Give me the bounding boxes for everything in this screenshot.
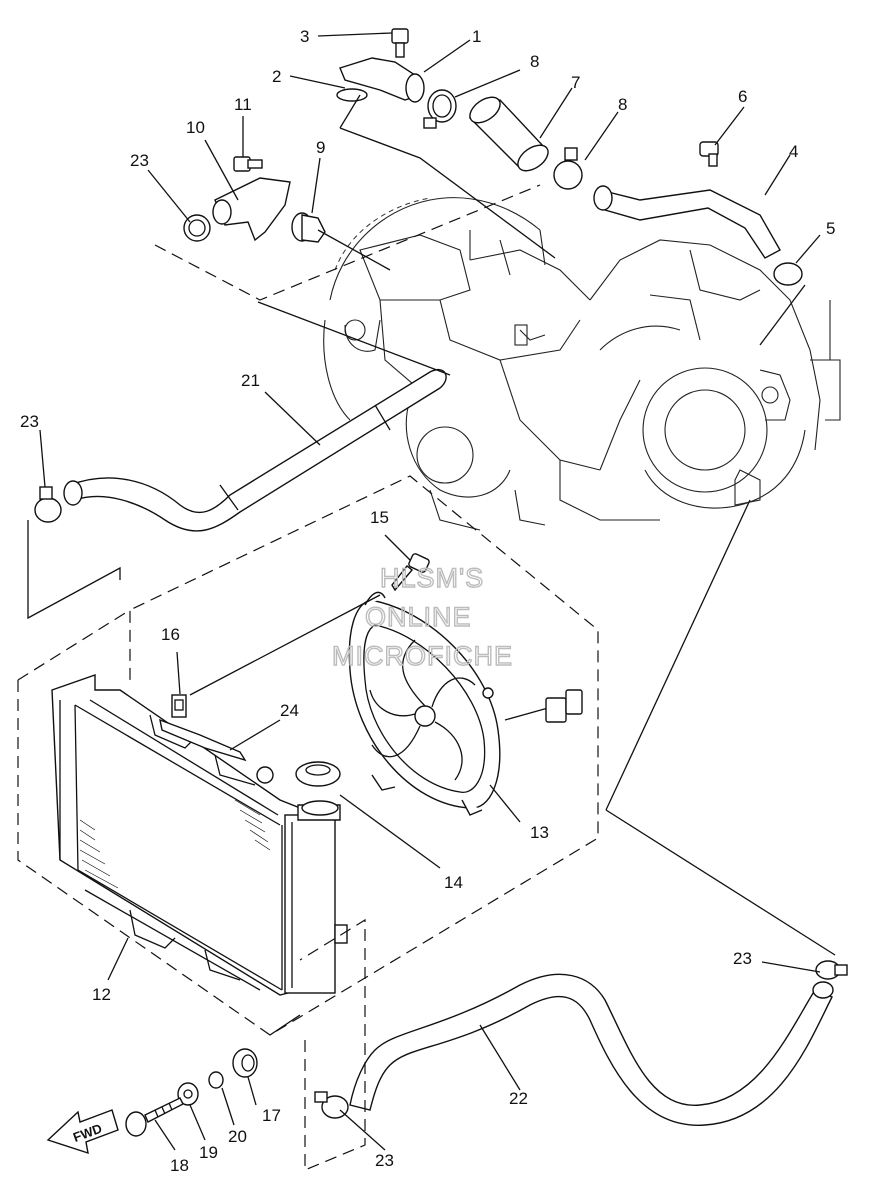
- part-18-bolt: [125, 1097, 184, 1137]
- callout-labels: 1 2 3 4 5 6 7 8 8 9 10 11 12 13 14 15 16…: [20, 27, 835, 1175]
- watermark-line-3: MICROFICHE: [332, 641, 513, 671]
- part-3-bolt: [391, 28, 409, 58]
- part-20-collar: [208, 1071, 224, 1089]
- part-16-clip: [171, 694, 187, 718]
- part-9-thermostat: [291, 212, 326, 243]
- callout-23a: 23: [130, 151, 149, 170]
- part-22-hose: [349, 973, 834, 1126]
- callout-14: 14: [444, 873, 463, 892]
- part-23-clamp-bottom: [314, 1091, 349, 1119]
- part-11-bolt: [233, 156, 263, 172]
- part-14-radiator-cap: [295, 761, 341, 821]
- callout-23b: 23: [20, 412, 39, 431]
- callout-8b: 8: [618, 95, 627, 114]
- callout-24: 24: [280, 701, 299, 720]
- callout-22: 22: [509, 1089, 528, 1108]
- callout-11: 11: [234, 95, 252, 114]
- callout-16: 16: [161, 625, 180, 644]
- part-24-bracket: [159, 718, 247, 762]
- part-2-gasket: [336, 88, 368, 102]
- part-4-pipe: [593, 185, 781, 259]
- radiator-core-hatching: [79, 799, 271, 899]
- part-10-inlet-pipe: [212, 177, 291, 242]
- callout-1: 1: [472, 27, 481, 46]
- callout-12: 12: [92, 985, 111, 1004]
- callout-3: 3: [300, 27, 309, 46]
- callout-5: 5: [826, 219, 835, 238]
- callout-23d: 23: [375, 1151, 394, 1170]
- part-15-bolt: [391, 553, 430, 592]
- callout-7: 7: [571, 73, 580, 92]
- part-23-clamp-right: [815, 960, 848, 980]
- callout-21: 21: [241, 371, 260, 390]
- callout-20: 20: [228, 1127, 247, 1146]
- callout-10: 10: [186, 118, 205, 137]
- part-8-hose-clamp: [423, 89, 457, 129]
- part-19-washer: [177, 1082, 199, 1106]
- callout-17: 17: [262, 1106, 281, 1125]
- callout-19: 19: [199, 1143, 218, 1162]
- part-13-fan-assembly: [348, 591, 583, 816]
- callout-15: 15: [370, 508, 389, 527]
- part-1-outlet-pipe: [339, 57, 425, 103]
- callout-18: 18: [170, 1156, 189, 1175]
- watermark-line-1: HLSM'S: [380, 563, 484, 593]
- callout-23c: 23: [733, 949, 752, 968]
- part-21-hose: [63, 369, 447, 532]
- part-7-hose: [468, 96, 549, 172]
- part-12-radiator: [51, 674, 348, 996]
- watermark: HLSM'S ONLINE MICROFICHE: [331, 562, 513, 671]
- callout-6: 6: [738, 87, 747, 106]
- fwd-direction-arrow: FWD: [46, 1109, 119, 1155]
- part-23-clamp-top-left: [183, 214, 211, 242]
- assembly-dashed-lines: [17, 94, 836, 1171]
- engine-block: [323, 197, 841, 531]
- part-8-hose-clamp-2: [553, 147, 583, 190]
- part-23-clamp-left: [34, 486, 62, 523]
- part-6-bolt: [699, 141, 719, 167]
- callout-9: 9: [316, 138, 325, 157]
- callout-8a: 8: [530, 52, 539, 71]
- part-17-grommet: [232, 1048, 258, 1078]
- watermark-line-2: ONLINE: [365, 602, 472, 632]
- callout-4: 4: [789, 142, 798, 161]
- callout-2: 2: [272, 67, 281, 86]
- part-5-o-ring: [773, 262, 803, 286]
- leader-lines: [39, 32, 821, 1151]
- callout-13: 13: [530, 823, 549, 842]
